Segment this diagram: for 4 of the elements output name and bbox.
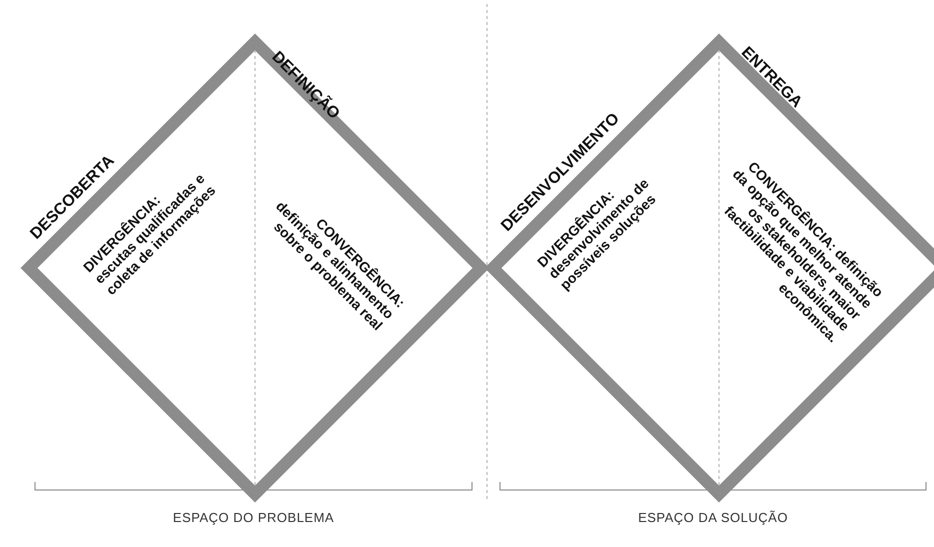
section-label: ESPAÇO DA SOLUÇÃO — [638, 510, 788, 525]
section-label: ESPAÇO DO PROBLEMA — [172, 510, 334, 525]
diamond-shape — [23, 36, 487, 500]
diamond-shape — [487, 36, 934, 500]
